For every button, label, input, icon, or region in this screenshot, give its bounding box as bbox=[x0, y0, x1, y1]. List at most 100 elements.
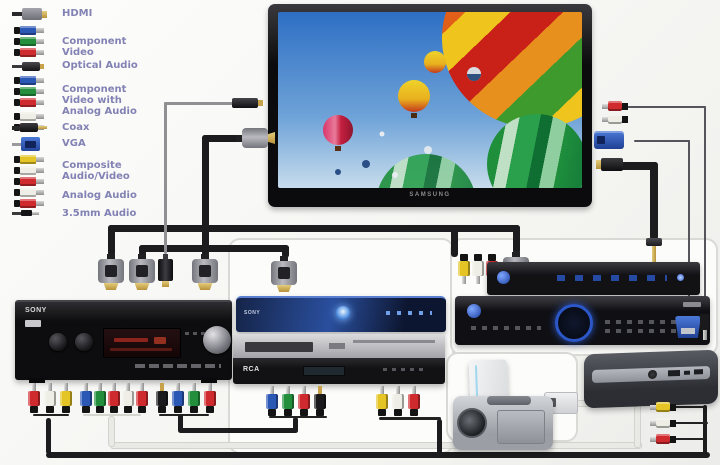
cable-wii-riser-right bbox=[634, 402, 641, 448]
laptop-port bbox=[694, 369, 703, 375]
rca-plug-green2-receiver bbox=[188, 383, 200, 413]
satellite2-buttons-right bbox=[605, 320, 695, 324]
cable-optical-vert bbox=[164, 102, 167, 254]
cable-stub bbox=[12, 65, 22, 68]
rca-plug-red-tv bbox=[602, 101, 628, 111]
receiver-foot-left bbox=[29, 378, 45, 383]
hdmi-plug-icon bbox=[12, 8, 47, 20]
analog-audio-plugs-icon bbox=[14, 188, 44, 208]
rca-plug-white-satellite bbox=[472, 254, 484, 284]
cable-analog-audio-horiz bbox=[624, 106, 706, 108]
camcorder-screen-panel bbox=[497, 410, 545, 444]
cable-stub bbox=[12, 142, 21, 146]
cable-composite-riser-camcorder bbox=[703, 405, 707, 455]
jack-35mm-laptop bbox=[700, 314, 709, 340]
coax-plug-icon bbox=[12, 123, 47, 132]
camcorder-mic bbox=[487, 396, 531, 405]
bundle-vcr-composite bbox=[379, 417, 441, 420]
cable-bluray-component-riser-r bbox=[293, 417, 298, 433]
satellite2-logo bbox=[467, 304, 481, 318]
legend-label-component: Component Video bbox=[62, 36, 127, 58]
wire-camcorder-white bbox=[672, 422, 708, 424]
satellite1-button-row bbox=[557, 275, 667, 281]
rca-plug-blue-bluray bbox=[266, 386, 278, 416]
vcr-button-row bbox=[383, 368, 427, 371]
cable-coax-vert bbox=[650, 162, 658, 240]
cable-hdmi-run2 bbox=[139, 245, 289, 252]
rca-plug-red3-receiver bbox=[136, 383, 148, 413]
component-video-plugs-icon bbox=[14, 26, 44, 57]
vga-body bbox=[21, 137, 40, 151]
optical-plug-bluray bbox=[314, 386, 326, 416]
legend: HDMI Component Video Optical Audio Compo… bbox=[0, 0, 165, 232]
satellite1-power-light bbox=[677, 274, 684, 281]
bluray-logo bbox=[336, 306, 350, 320]
receiver-badge bbox=[25, 320, 41, 327]
jack-tip bbox=[702, 330, 707, 340]
optical-body bbox=[22, 62, 40, 71]
rca-plug-red-bluray bbox=[298, 386, 310, 416]
coax-body bbox=[20, 123, 38, 132]
audio-35mm-plug-icon bbox=[12, 210, 39, 216]
cable-hdmi2-riser bbox=[139, 245, 146, 256]
rca-plug-red-vcr bbox=[408, 386, 420, 416]
cable-wii-riser-left bbox=[108, 416, 115, 447]
cable-bluray-component-riser-l bbox=[178, 414, 183, 432]
laptop bbox=[584, 349, 718, 409]
vga-pins bbox=[681, 328, 695, 334]
legend-label-vga: VGA bbox=[62, 138, 86, 149]
satellite-receiver-2 bbox=[455, 296, 710, 345]
hdmi-plug-receiver-3 bbox=[192, 254, 218, 290]
receiver-foot-right bbox=[201, 378, 217, 383]
av-receiver: SONY bbox=[15, 300, 232, 383]
hdmi-body bbox=[22, 8, 42, 20]
coax-plug-to-tv bbox=[596, 158, 623, 171]
rca-plug-green-bluray bbox=[282, 386, 294, 416]
cable-hdmi-run1 bbox=[108, 225, 520, 232]
cable-stub bbox=[12, 12, 22, 16]
vcr-bottom-black: RCA bbox=[233, 358, 445, 384]
optical-body bbox=[232, 98, 258, 108]
rca-plug-white-receiver bbox=[44, 383, 56, 413]
satellite2-badge bbox=[683, 302, 701, 307]
cable-hdmi-tv-vert bbox=[202, 135, 209, 256]
cable-composite-run bbox=[46, 452, 710, 458]
satellite-receiver-1 bbox=[487, 262, 700, 295]
balloon-scene bbox=[278, 12, 582, 188]
vga-plug-laptop bbox=[675, 316, 701, 338]
vga-plug-to-tv bbox=[594, 131, 624, 149]
jack-body bbox=[21, 210, 32, 216]
optical-plug-up-receiver bbox=[156, 383, 168, 413]
cable-hdmi-sat-riser bbox=[513, 225, 520, 254]
dvd-tray-seam bbox=[353, 340, 435, 343]
hdmi-plug-receiver-2 bbox=[129, 254, 155, 290]
legend-label-optical: Optical Audio bbox=[62, 60, 138, 71]
rca-plug-white-camcorder bbox=[650, 418, 676, 428]
hdmi-plug-bluray bbox=[271, 256, 297, 292]
cable-stub bbox=[12, 211, 21, 215]
satellite2-dial bbox=[555, 304, 593, 342]
legend-label-analog: Analog Audio bbox=[62, 190, 137, 201]
camcorder bbox=[453, 396, 553, 450]
cable-analog-audio-vert bbox=[704, 106, 706, 318]
laptop-audio-port bbox=[684, 370, 690, 375]
rca-plug-yellow-satellite bbox=[458, 254, 470, 284]
hdmi-tip bbox=[42, 10, 47, 18]
hdmi-plug-receiver-1 bbox=[98, 254, 124, 290]
legend-label-35mm: 3.5mm Audio bbox=[62, 208, 137, 219]
rca-plug-red-camcorder bbox=[650, 434, 676, 444]
bluray-brand: SONY bbox=[244, 310, 261, 316]
rca-plug-blue-receiver bbox=[80, 383, 92, 413]
vga-plug-icon bbox=[12, 137, 40, 151]
rca-plug-red-receiver bbox=[28, 383, 40, 413]
hdmi-plug-to-tv bbox=[236, 128, 275, 148]
bundle-component-analog bbox=[83, 414, 141, 416]
legend-label-composite: Composite Audio/Video bbox=[62, 160, 130, 182]
rca-plug-white-tv bbox=[602, 114, 628, 124]
receiver-model-text bbox=[135, 364, 221, 368]
receiver-display bbox=[103, 328, 181, 358]
coax-nut bbox=[646, 238, 662, 246]
coax-ring bbox=[596, 160, 601, 169]
jack-body bbox=[700, 314, 709, 330]
